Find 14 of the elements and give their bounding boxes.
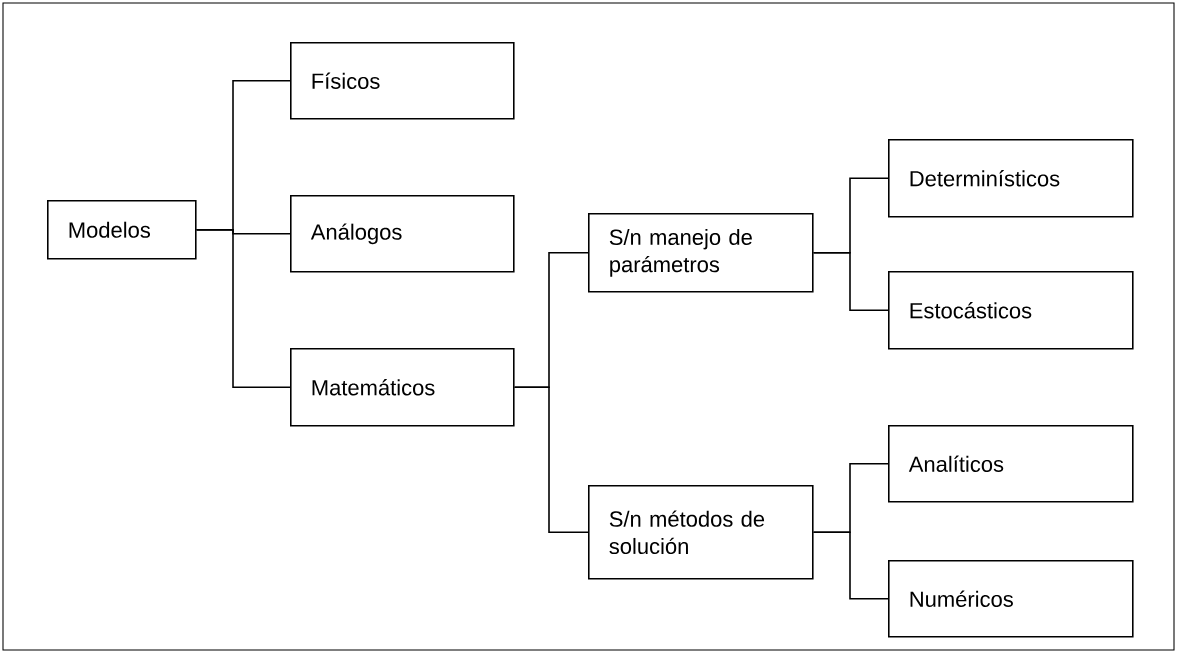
category-box: Numéricos xyxy=(888,560,1134,638)
connector-line xyxy=(812,531,889,600)
category-box: Análogos xyxy=(290,195,515,273)
category-box: Determinísticos xyxy=(888,139,1134,218)
category-box: Estocásticos xyxy=(888,271,1134,350)
category-box: Analíticos xyxy=(888,425,1134,503)
category-box: Matemáticos xyxy=(290,348,515,427)
category-box: S/n manejo de parámetros xyxy=(588,213,814,293)
category-box: S/n métodos de solución xyxy=(588,485,814,580)
connector-line xyxy=(812,252,889,312)
connector-line xyxy=(195,229,291,389)
category-box: Físicos xyxy=(290,42,515,120)
connector-line xyxy=(513,386,589,534)
category-box: Modelos xyxy=(47,200,197,260)
